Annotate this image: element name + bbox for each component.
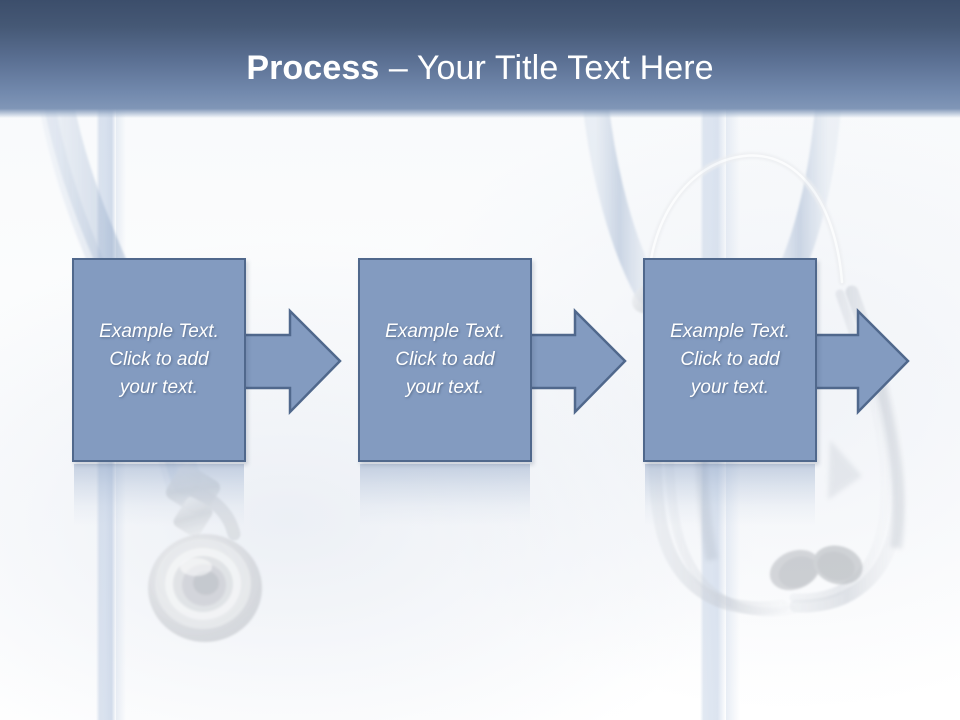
process-step-3-box[interactable]: Example Text. Click to add your text. <box>643 258 817 462</box>
process-step-1[interactable]: Example Text. Click to add your text. <box>72 258 246 526</box>
process-step-2-box[interactable]: Example Text. Click to add your text. <box>358 258 532 462</box>
process-arrow-1 <box>234 307 342 416</box>
process-arrow-3 <box>804 307 910 416</box>
process-step-3-text: Example Text. Click to add your text. <box>670 321 790 398</box>
process-step-2[interactable]: Example Text. Click to add your text. <box>358 258 532 526</box>
page-title-rest: – Your Title Text Here <box>379 49 714 87</box>
page-title: Process – Your Title Text Here <box>0 47 960 89</box>
process-step-2-text: Example Text. Click to add your text. <box>385 321 505 398</box>
process-arrow-2 <box>519 307 627 416</box>
process-step-3[interactable]: Example Text. Click to add your text. <box>643 258 817 526</box>
page-title-bold: Process <box>246 49 380 87</box>
process-step-1-box[interactable]: Example Text. Click to add your text. <box>72 258 246 462</box>
slide-header-band <box>0 0 960 118</box>
process-step-1-text: Example Text. Click to add your text. <box>99 321 219 398</box>
